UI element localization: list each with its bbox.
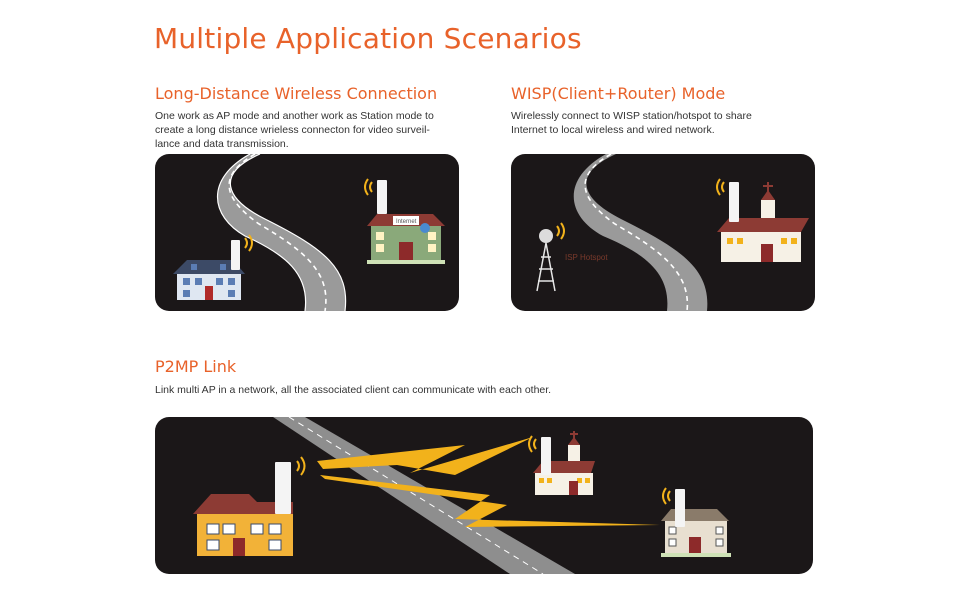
p2mp-heading: P2MP Link [155,357,237,376]
long-distance-heading: Long-Distance Wireless Connection [155,84,438,103]
access-point-icon [675,489,685,527]
wisp-desc-line: Internet to local wireless and wired net… [511,124,715,136]
school-icon: Internet [367,214,445,264]
wisp-illustration: ISP Hotspot [511,154,815,311]
wifi-signal-icon [244,234,253,252]
road-icon [573,154,708,311]
isp-hotspot-label: ISP Hotspot [565,253,608,262]
wifi-signal-icon [528,435,537,453]
long-distance-illustration: Internet [155,154,459,311]
long-distance-desc-line: lance and data transmission. [155,138,289,150]
p2mp-description: Link multi AP in a network, all the asso… [155,383,551,397]
house-icon [173,260,245,300]
wisp-desc-line: Wirelessly connect to WISP station/hotsp… [511,110,752,122]
long-distance-desc-line: One work as AP mode and another work as … [155,110,434,122]
p2mp-desc-line: Link multi AP in a network, all the asso… [155,384,552,396]
wifi-signal-icon [556,222,565,240]
house-icon [193,494,293,556]
road-icon [273,417,575,574]
wifi-signal-icon [364,178,373,196]
wisp-description: Wirelessly connect to WISP station/hotsp… [511,109,752,137]
long-distance-description: One work as AP mode and another work as … [155,109,434,151]
p2mp-illustration [155,417,813,574]
wifi-signal-icon [296,456,306,476]
long-distance-desc-line: create a long distance wrieless connecto… [155,124,430,136]
road-icon [216,154,347,311]
access-point-icon [541,437,551,475]
page-title: Multiple Application Scenarios [154,22,582,55]
wisp-heading: WISP(Client+Router) Mode [511,84,726,103]
church-icon [717,182,809,262]
lightning-link-icon [317,437,660,527]
radio-tower-icon [536,229,556,292]
building-sign: Internet [396,219,417,225]
access-point-icon [275,462,291,514]
access-point-icon [729,182,739,222]
wifi-signal-icon [716,178,725,196]
school-icon [661,509,731,557]
access-point-icon [231,240,240,270]
access-point-icon [377,180,387,214]
wifi-signal-icon [662,487,671,505]
